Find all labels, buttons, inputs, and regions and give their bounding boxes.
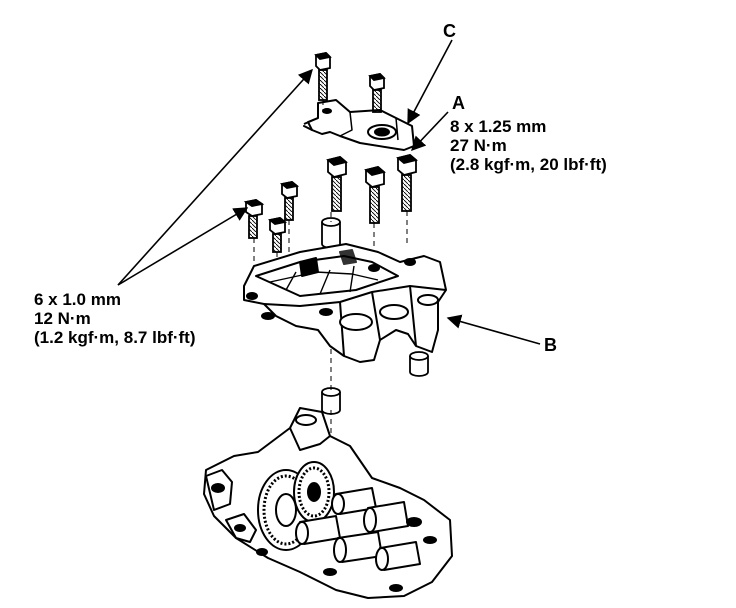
- bolt-group: [243, 52, 418, 253]
- bearing-carrier-b: [243, 243, 447, 363]
- small-bolt-torque-alt: (1.2 kgf·m, 8.7 lbf·ft): [34, 328, 196, 347]
- leader-lines: [117, 39, 541, 345]
- bolt: [314, 52, 332, 101]
- callout-a: A: [452, 93, 465, 113]
- lower-shaft-assembly: [203, 407, 453, 599]
- camshaft-lobes: [256, 487, 437, 592]
- callout-c: C: [443, 21, 456, 41]
- bolt-a-size: 8 x 1.25 mm: [450, 117, 547, 136]
- bolt: [326, 156, 348, 212]
- dowel-pins: [321, 217, 429, 415]
- bolt: [267, 217, 288, 253]
- small-bolt-spec: 6 x 1.0 mm 12 N·m (1.2 kgf·m, 8.7 lbf·ft…: [34, 290, 196, 347]
- callout-b: B: [544, 335, 557, 355]
- bolt-a-spec: 8 x 1.25 mm 27 N·m (2.8 kgf·m, 20 lbf·ft…: [450, 117, 607, 174]
- small-bolt-size: 6 x 1.0 mm: [34, 290, 121, 309]
- small-bolt-torque-nm: 12 N·m: [34, 309, 91, 328]
- bolt-a-torque-nm: 27 N·m: [450, 136, 507, 155]
- bolt: [243, 199, 265, 239]
- bolt-a-torque-alt: (2.8 kgf·m, 20 lbf·ft): [450, 155, 607, 174]
- bolt: [368, 73, 386, 113]
- bolt: [364, 166, 386, 224]
- bolt: [279, 181, 300, 221]
- cover-plate-c: [303, 99, 415, 151]
- bolt-a: [396, 154, 418, 212]
